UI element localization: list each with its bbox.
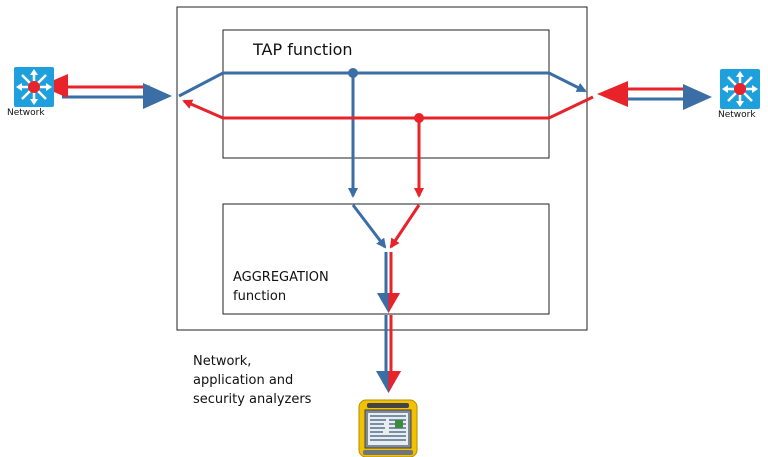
left-network-link bbox=[40, 74, 172, 109]
network-right-label: Network bbox=[718, 110, 756, 120]
tap-function-title: TAP function bbox=[253, 40, 353, 59]
network-left-label: Network bbox=[7, 108, 45, 118]
analyzers-label: Network, application and security analyz… bbox=[193, 352, 353, 409]
aggregation-function-title: AGGREGATION function bbox=[233, 268, 373, 306]
blue-tap-path bbox=[178, 71, 587, 98]
aggregation-title-line: function bbox=[233, 289, 287, 304]
analyzers-label-line: Network, bbox=[193, 354, 252, 369]
network-switch-icon bbox=[720, 69, 760, 109]
aggregated-output-2 bbox=[376, 315, 401, 393]
aggregated-output-1 bbox=[377, 252, 400, 313]
aggregation-title-line: AGGREGATION bbox=[233, 270, 329, 285]
right-network-link bbox=[597, 81, 712, 110]
analyzers-label-line: security analyzers bbox=[193, 392, 312, 407]
analyzers-label-line: application and bbox=[193, 373, 294, 388]
handheld-analyzer-icon bbox=[358, 399, 418, 457]
network-switch-icon bbox=[14, 67, 54, 107]
tap-function-box bbox=[222, 29, 550, 159]
red-tap-path bbox=[182, 95, 594, 120]
red-to-aggregation bbox=[389, 204, 421, 249]
blue-to-aggregation bbox=[351, 204, 387, 249]
